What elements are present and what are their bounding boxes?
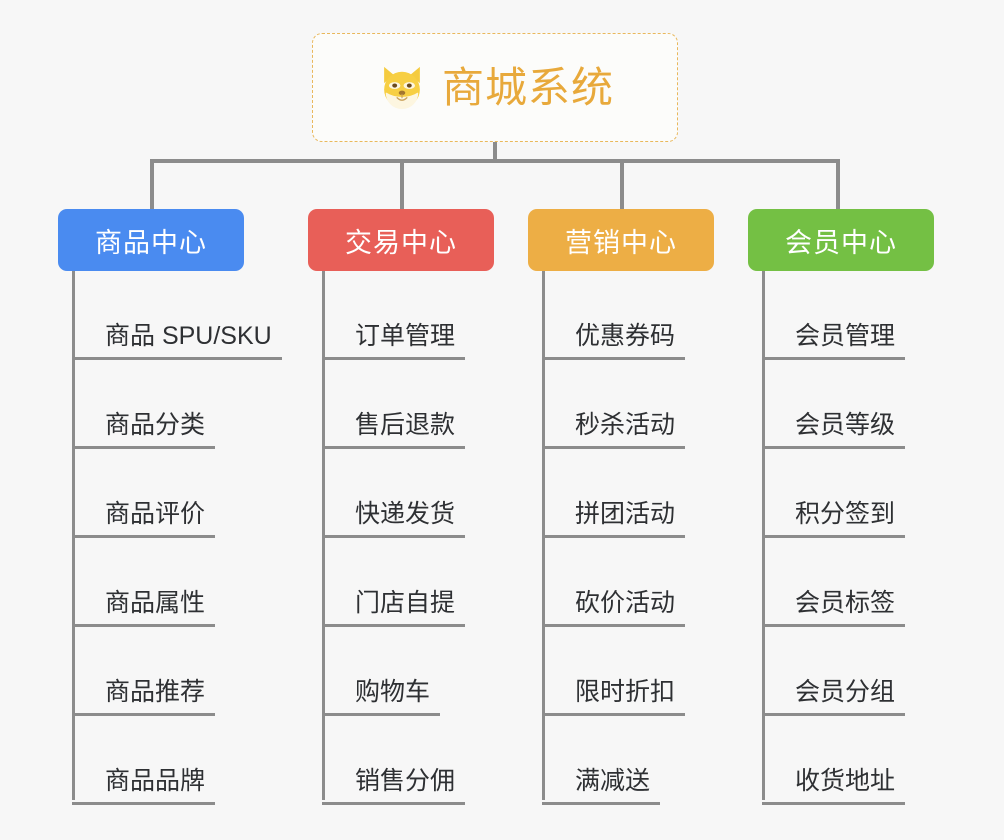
leaf-list-4: 会员管理 会员等级 积分签到 会员标签 会员分组 收货地址 xyxy=(762,271,992,805)
list-item[interactable]: 会员管理 xyxy=(762,271,992,360)
list-item[interactable]: 快递发货 xyxy=(322,449,552,538)
leaf-label: 会员等级 xyxy=(762,411,906,449)
list-item[interactable]: 销售分佣 xyxy=(322,716,552,805)
branch-header-1[interactable]: 商品中心 xyxy=(58,209,244,271)
list-item[interactable]: 售后退款 xyxy=(322,360,552,449)
connector-stem-branch-2 xyxy=(400,159,404,211)
leaf-label: 销售分佣 xyxy=(322,767,466,805)
branch-title-2: 交易中心 xyxy=(345,227,457,258)
leaf-label: 商品评价 xyxy=(72,500,216,538)
list-item[interactable]: 购物车 xyxy=(322,627,552,716)
leaf-label: 砍价活动 xyxy=(542,589,686,627)
connector-stem-branch-4 xyxy=(836,159,840,211)
leaf-label: 门店自提 xyxy=(322,589,466,627)
leaf-list-2: 订单管理 售后退款 快递发货 门店自提 购物车 销售分佣 xyxy=(322,271,552,805)
list-item[interactable]: 收货地址 xyxy=(762,716,992,805)
list-item[interactable]: 商品 SPU/SKU xyxy=(72,271,302,360)
leaf-list-1: 商品 SPU/SKU 商品分类 商品评价 商品属性 商品推荐 商品品牌 xyxy=(72,271,302,805)
leaf-label: 售后退款 xyxy=(322,411,466,449)
branch-title-4: 会员中心 xyxy=(785,227,897,258)
list-item[interactable]: 满减送 xyxy=(542,716,772,805)
list-item[interactable]: 商品评价 xyxy=(72,449,302,538)
list-item[interactable]: 商品分类 xyxy=(72,360,302,449)
leaf-label: 优惠券码 xyxy=(542,322,686,360)
connector-stem-branch-1 xyxy=(150,159,154,211)
branch-marketing-center: 营销中心 优惠券码 秒杀活动 拼团活动 砍价活动 限时折扣 满减送 xyxy=(528,209,774,805)
branch-header-3[interactable]: 营销中心 xyxy=(528,209,714,271)
branch-trade-center: 交易中心 订单管理 售后退款 快递发货 门店自提 购物车 销售分佣 xyxy=(308,209,554,805)
leaf-label: 商品 SPU/SKU xyxy=(72,322,282,360)
branch-header-2[interactable]: 交易中心 xyxy=(308,209,494,271)
leaf-label: 会员分组 xyxy=(762,678,906,716)
leaf-label: 商品属性 xyxy=(72,589,216,627)
connector-stem-branch-3 xyxy=(620,159,624,211)
branch-header-4[interactable]: 会员中心 xyxy=(748,209,934,271)
leaf-label: 商品品牌 xyxy=(72,767,216,805)
connector-root-stem xyxy=(493,142,497,162)
leaf-label: 满减送 xyxy=(542,767,661,805)
list-item[interactable]: 门店自提 xyxy=(322,538,552,627)
root-title: 商城系统 xyxy=(441,63,614,111)
connector-horizontal-bus xyxy=(150,159,840,163)
leaf-label: 拼团活动 xyxy=(542,500,686,538)
list-item[interactable]: 砍价活动 xyxy=(542,538,772,627)
list-item[interactable]: 商品推荐 xyxy=(72,627,302,716)
leaf-label: 快递发货 xyxy=(322,500,466,538)
leaf-label: 会员标签 xyxy=(762,589,906,627)
list-item[interactable]: 积分签到 xyxy=(762,449,992,538)
leaf-label: 订单管理 xyxy=(322,322,466,360)
list-item[interactable]: 商品品牌 xyxy=(72,716,302,805)
leaf-label: 商品分类 xyxy=(72,411,216,449)
leaf-label: 秒杀活动 xyxy=(542,411,686,449)
leaf-label: 会员管理 xyxy=(762,322,906,360)
list-item[interactable]: 会员等级 xyxy=(762,360,992,449)
leaf-label: 限时折扣 xyxy=(542,678,686,716)
leaf-label: 商品推荐 xyxy=(72,678,216,716)
branch-member-center: 会员中心 会员管理 会员等级 积分签到 会员标签 会员分组 收货地址 xyxy=(748,209,994,805)
list-item[interactable]: 会员标签 xyxy=(762,538,992,627)
leaf-label: 收货地址 xyxy=(762,767,906,805)
leaf-label: 购物车 xyxy=(322,678,441,716)
branch-product-center: 商品中心 商品 SPU/SKU 商品分类 商品评价 商品属性 商品推荐 商品品牌 xyxy=(58,209,304,805)
root-node[interactable]: 商城系统 xyxy=(312,33,678,142)
list-item[interactable]: 优惠券码 xyxy=(542,271,772,360)
list-item[interactable]: 限时折扣 xyxy=(542,627,772,716)
list-item[interactable]: 秒杀活动 xyxy=(542,360,772,449)
list-item[interactable]: 会员分组 xyxy=(762,627,992,716)
list-item[interactable]: 订单管理 xyxy=(322,271,552,360)
list-item[interactable]: 商品属性 xyxy=(72,538,302,627)
leaf-list-3: 优惠券码 秒杀活动 拼团活动 砍价活动 限时折扣 满减送 xyxy=(542,271,772,805)
leaf-label: 积分签到 xyxy=(762,500,906,538)
branch-title-1: 商品中心 xyxy=(95,227,207,258)
shiba-dog-face-icon xyxy=(384,66,420,109)
branch-title-3: 营销中心 xyxy=(565,227,677,258)
list-item[interactable]: 拼团活动 xyxy=(542,449,772,538)
